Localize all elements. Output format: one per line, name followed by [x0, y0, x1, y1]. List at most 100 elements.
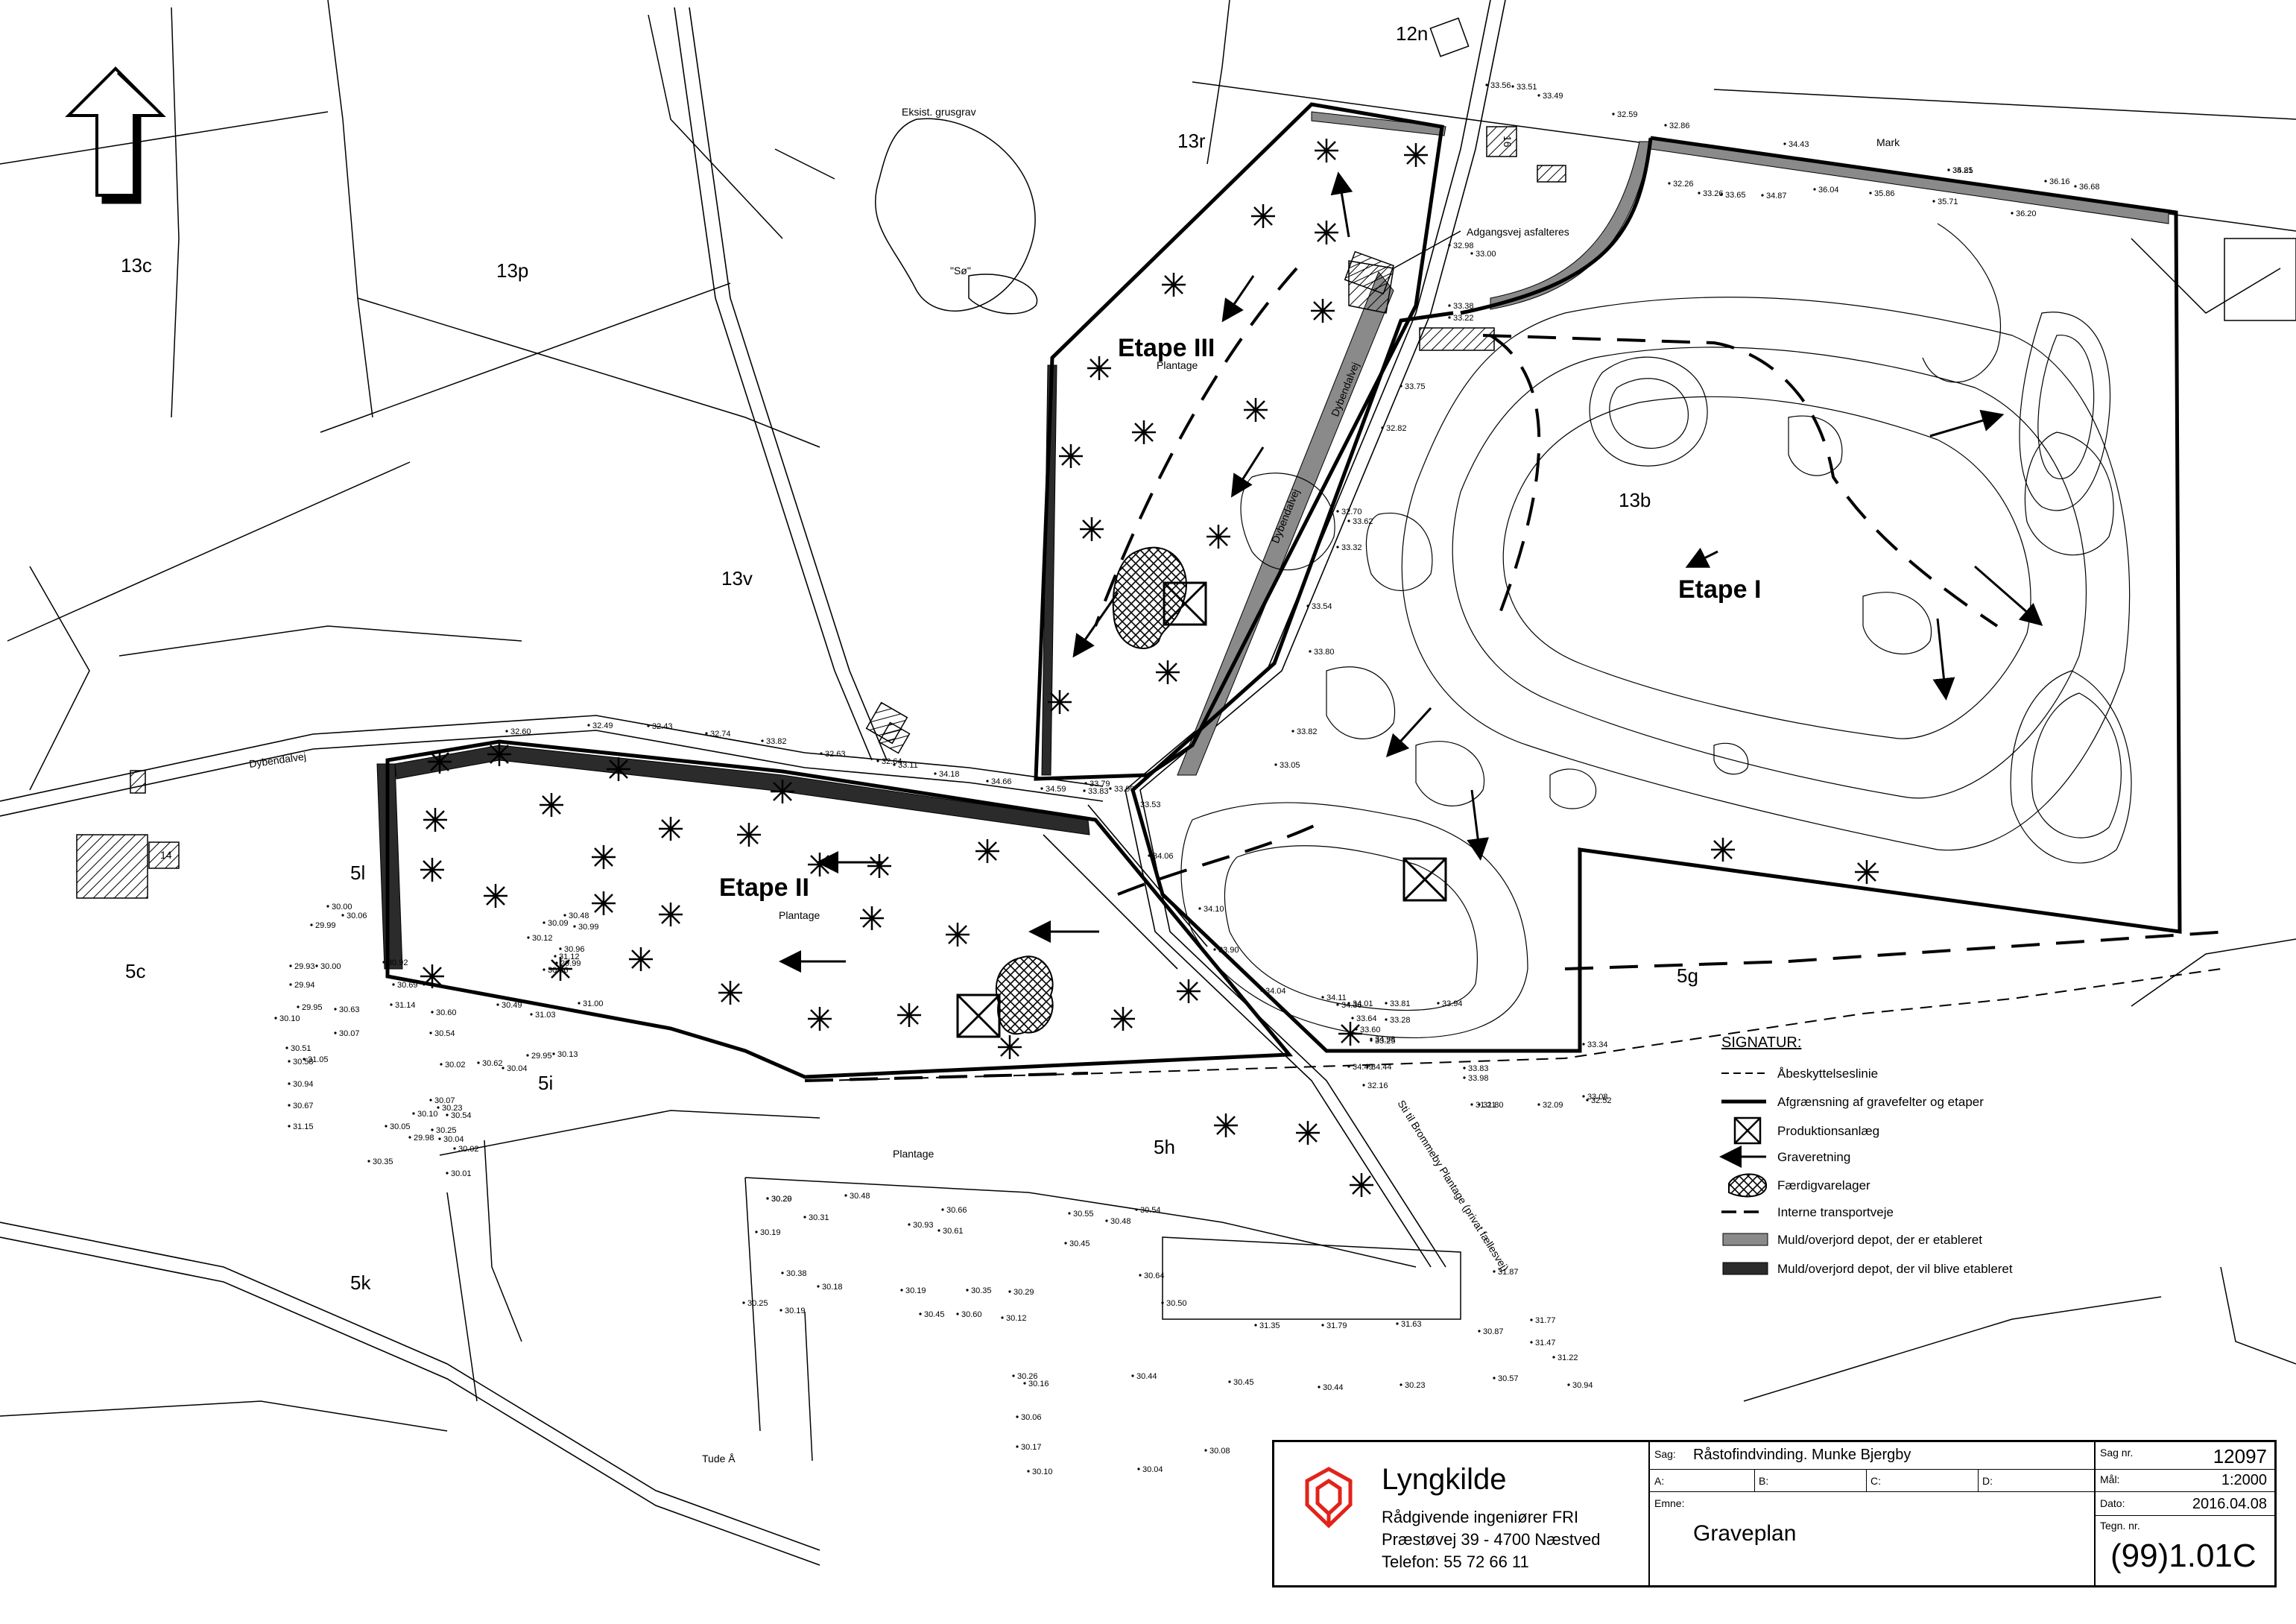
elevation-label: 33.53: [1140, 800, 1161, 809]
elevation-label: 32.63: [825, 750, 846, 759]
legend-item-label: Færdigvarelager: [1777, 1178, 1870, 1192]
elevation-dot: [1869, 192, 1872, 195]
elevation-label: 32.74: [710, 730, 731, 739]
elevation-label: 35.21: [1952, 166, 1973, 175]
elevation-label: 34.85: [1952, 166, 1973, 175]
elevation-label: 30.38: [786, 1269, 807, 1278]
elevation-dot: [1385, 1002, 1388, 1005]
elevation-dot: [543, 968, 545, 971]
elevation-dot: [919, 1312, 922, 1315]
area-label: 13r: [1177, 130, 1206, 152]
elevation-dot: [1813, 188, 1816, 191]
elevation-dot: [1109, 787, 1112, 790]
elevation-label: 33.82: [766, 737, 787, 746]
elevation-dot: [1204, 1449, 1207, 1452]
etape-iii-title: Etape III: [1118, 334, 1215, 362]
elevation-label: 30.04: [443, 1135, 464, 1144]
elevation-dot: [1012, 1374, 1015, 1377]
elevation-label: 29.95: [531, 1052, 552, 1061]
elevation-label: 32.09: [1543, 1101, 1563, 1110]
elevation-label: 30.26: [1017, 1372, 1038, 1381]
b-label: B:: [1759, 1475, 1769, 1487]
elevation-dot: [440, 1063, 443, 1066]
elevation-label: 33.26: [1703, 189, 1724, 198]
elevation-label: 30.50: [1166, 1299, 1187, 1308]
elevation-dot: [937, 1229, 940, 1232]
etape-labels: Etape III Etape II Etape I: [719, 334, 1761, 902]
elevation-dot: [289, 964, 292, 967]
area-label: 13p: [496, 259, 528, 282]
elevation-dot: [1530, 1341, 1533, 1344]
elevation-label: 34.87: [1766, 192, 1787, 200]
house-number: 16: [1502, 136, 1514, 148]
elevation-label: 30.00: [320, 962, 341, 971]
area-label: 5i: [538, 1072, 553, 1094]
elevation-label: 29.99: [560, 959, 581, 968]
road-labels: Dybendalvej Dybendalvej Dybendalvej Tude…: [248, 361, 1511, 1465]
elevation-dot: [1001, 1316, 1004, 1319]
elevation-label: 30.29: [771, 1195, 792, 1204]
elevation-label: 29.99: [315, 921, 336, 930]
elevation-dot: [1493, 1270, 1496, 1273]
elevation-dot: [1586, 1099, 1589, 1102]
elevation-label: 30.35: [971, 1286, 992, 1295]
elevation-label: 31.87: [1498, 1268, 1519, 1277]
elevation-label: 33.98: [1468, 1074, 1489, 1083]
elevation-label: 33.83: [1468, 1064, 1489, 1073]
elevation-label: 36.16: [2049, 177, 2070, 186]
elevation-label: 30.20: [771, 1195, 792, 1204]
elevation-label: 30.45: [1233, 1378, 1254, 1387]
elevation-label: 34.44: [1371, 1063, 1392, 1072]
elevation-dot: [1463, 1067, 1466, 1069]
elevation-dot: [429, 1099, 432, 1102]
area-label: 12n: [1396, 22, 1428, 45]
elevation-label: 34.59: [1046, 785, 1066, 794]
elevation-label: 31.00: [583, 999, 604, 1008]
elevation-label: 30.25: [747, 1299, 768, 1308]
elevation-label: 30.04: [507, 1064, 528, 1073]
elevation-label: 30.10: [279, 1014, 300, 1023]
elevation-label: 33.51: [1517, 83, 1537, 92]
elevation-label: 30.94: [293, 1080, 314, 1089]
sag-value: Råstofindvinding. Munke Bjergby: [1693, 1447, 1911, 1463]
c-label: C:: [1870, 1475, 1881, 1487]
maal-value: 1:2000: [2221, 1472, 2267, 1488]
elevation-dot: [1463, 1076, 1466, 1079]
elevation-dot: [1448, 304, 1451, 307]
elevation-dot: [820, 752, 823, 755]
elevation-dot: [437, 1106, 440, 1109]
elevation-label: 33.22: [1453, 314, 1474, 323]
elevation-dot: [1552, 1356, 1555, 1359]
elevation-dot: [555, 961, 558, 964]
elevation-label: 32.16: [1367, 1081, 1388, 1090]
elevation-dot: [1396, 1322, 1399, 1325]
legend-item-label: Muld/overjord depot, der er etableret: [1777, 1233, 1982, 1247]
emne-label: Emne:: [1654, 1497, 1685, 1509]
elevation-label: 31.47: [1535, 1339, 1556, 1347]
elevation-label: 35.71: [1938, 198, 1958, 206]
elevation-dot: [1668, 182, 1671, 185]
elevation-dot: [1040, 787, 1043, 790]
elevation-dot: [1664, 124, 1667, 127]
sagnr-value: 12097: [2213, 1445, 2267, 1467]
elevation-label: 33.34: [1587, 1040, 1608, 1049]
elevation-dot: [1254, 1324, 1257, 1327]
area-label: 5g: [1677, 964, 1698, 987]
house-number: 14: [160, 849, 172, 861]
elevation-label: 33.65: [1725, 191, 1746, 200]
elevation-dot: [390, 1003, 393, 1006]
legend-item-label: Muld/overjord depot, der vil blive etabl…: [1777, 1262, 2013, 1276]
elevation-dot: [1016, 1415, 1019, 1418]
elevation-dot: [779, 1309, 782, 1312]
elevation-dot: [1478, 1330, 1481, 1333]
elevation-dot: [2011, 212, 2014, 215]
elevation-dot: [1537, 94, 1540, 97]
elevation-label: 32.26: [1673, 180, 1694, 189]
elevation-dot: [1698, 192, 1701, 195]
elevation-dot: [438, 1137, 441, 1140]
lyngkilde-logo-icon: [1305, 1467, 1353, 1529]
elevation-dot: [1493, 1377, 1496, 1380]
emne-value: Graveplan: [1693, 1521, 1797, 1546]
elevation-label: 31.79: [1326, 1321, 1347, 1330]
